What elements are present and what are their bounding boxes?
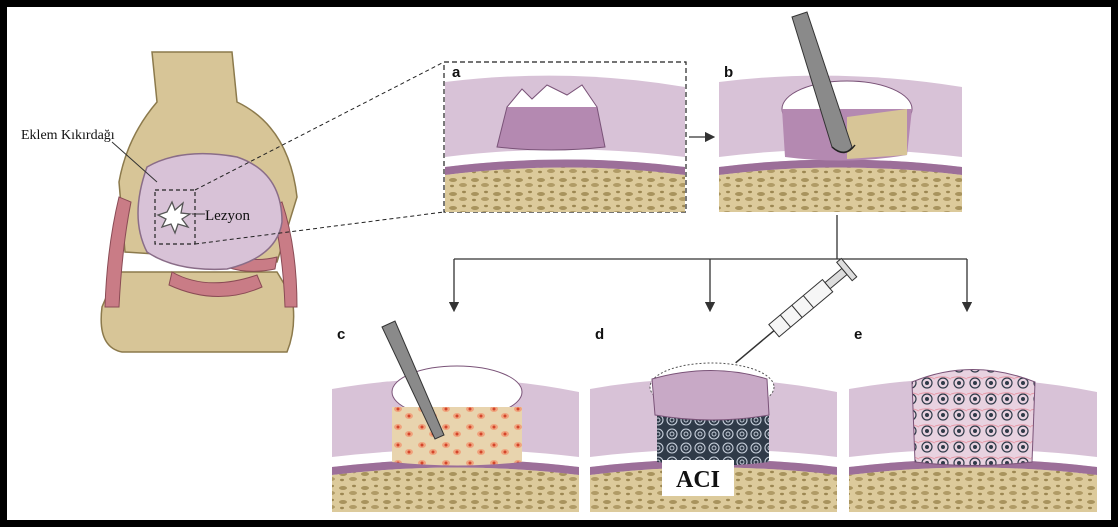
panel-e-label: e (854, 326, 862, 343)
panel-a-label: a (452, 64, 461, 81)
panel-c-label: c (337, 326, 345, 343)
figure-svg: Eklem Kıkırdağı Lezyon a b (7, 7, 1111, 520)
lesion-label: Lezyon (205, 208, 250, 224)
branch-arrows (454, 215, 967, 307)
panel-d-label: d (595, 326, 604, 343)
cartilage-label: Eklem Kıkırdağı (21, 128, 115, 143)
panel-b (719, 12, 962, 212)
panel-a (444, 62, 710, 212)
knee-illustration (101, 52, 444, 352)
figure-canvas: Eklem Kıkırdağı Lezyon a b (7, 7, 1111, 520)
panel-d (590, 258, 857, 512)
panel-b-label: b (724, 64, 733, 81)
panel-c (332, 321, 579, 512)
panel-e (849, 370, 1097, 513)
aci-label: ACI (676, 467, 720, 493)
